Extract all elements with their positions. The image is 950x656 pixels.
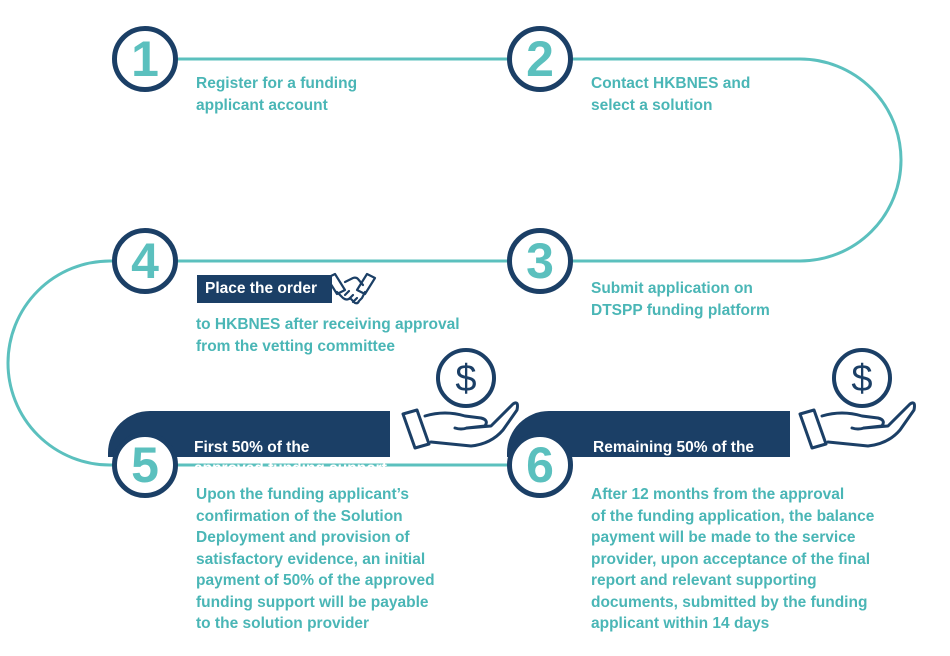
step-3-circle: 3 xyxy=(507,228,573,294)
step-2-circle: 2 xyxy=(507,26,573,92)
step-4-circle: 4 xyxy=(112,228,178,294)
step-4-text: to HKBNES after receiving approval from … xyxy=(196,316,460,355)
place-order-label: Place the order xyxy=(205,280,317,297)
step-2-number: 2 xyxy=(526,31,554,87)
step-4-number: 4 xyxy=(131,233,159,289)
hand-icon xyxy=(401,401,519,450)
step-6-text: After 12 months from the approval of the… xyxy=(591,486,875,632)
dollar-coin-icon: $ xyxy=(832,348,892,408)
step-5-number: 5 xyxy=(131,437,159,493)
step-5-circle: 5 xyxy=(112,432,178,498)
banner-text-5: First 50% of the approved funding suppor… xyxy=(194,439,387,477)
step-1-circle: 1 xyxy=(112,26,178,92)
banner-text-6: Remaining 50% of the approved funding su… xyxy=(593,439,786,477)
step-1-text: Register for a funding applicant account xyxy=(196,75,358,114)
connector-line xyxy=(6,57,903,467)
banner-step-5: First 50% of the approved funding suppor… xyxy=(108,411,390,477)
dollar-coin-icon: $ xyxy=(436,348,496,408)
step-3-number: 3 xyxy=(526,233,554,289)
dollar-sign: $ xyxy=(851,358,872,400)
hand-icon xyxy=(798,401,916,450)
step-6-circle: 6 xyxy=(507,432,573,498)
step-6-number: 6 xyxy=(526,437,554,493)
dollar-sign: $ xyxy=(455,358,476,400)
step-1-number: 1 xyxy=(131,31,159,87)
step-5-text: Upon the funding applicant’s confirmatio… xyxy=(196,486,435,632)
step-3-text: Submit application on DTSPP funding plat… xyxy=(591,280,770,319)
place-order-tag: Place the order xyxy=(197,275,332,303)
step-2-text: Contact HKBNES and select a solution xyxy=(591,75,751,114)
handshake-icon xyxy=(325,272,377,305)
